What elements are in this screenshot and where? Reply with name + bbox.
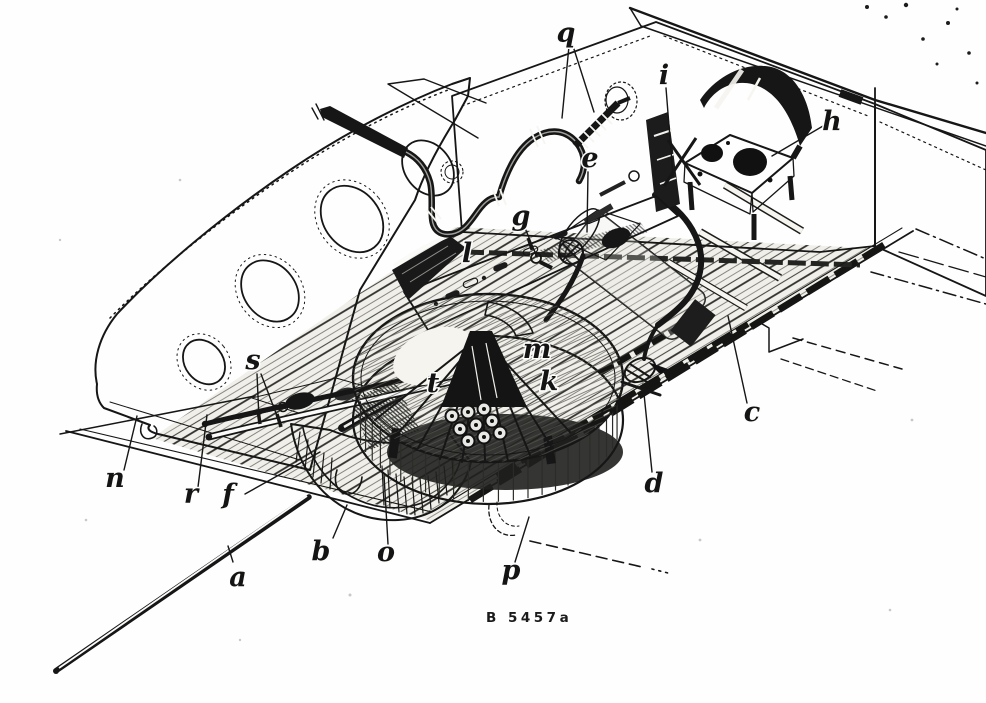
part-label-n: n xyxy=(105,463,125,494)
part-label-s: s xyxy=(244,345,260,376)
part-label-k: k xyxy=(540,366,559,397)
part-label-i: i xyxy=(659,60,669,91)
leader-line-s xyxy=(256,373,260,420)
skin-clip-hook xyxy=(140,423,158,440)
feed-chute-saddle xyxy=(700,65,812,160)
part-label-b: b xyxy=(312,536,331,567)
part-label-m: m xyxy=(523,334,552,365)
leader-line-f xyxy=(244,451,321,495)
wall-port-ring xyxy=(604,81,638,121)
leader-line-q xyxy=(561,45,570,119)
part-label-a: a xyxy=(229,562,247,593)
mounting-pedestal xyxy=(683,134,795,240)
lightening-holes xyxy=(176,139,455,391)
leader-line-c xyxy=(727,315,748,404)
gun-receiver xyxy=(403,170,679,331)
leader-line-s-2 xyxy=(260,373,280,422)
part-label-d: d xyxy=(645,468,664,499)
leader-line-i xyxy=(665,87,674,177)
part-label-l: l xyxy=(462,238,472,269)
part-label-f: f xyxy=(220,479,238,510)
leading-edge-rib xyxy=(94,77,471,471)
paper-speckles xyxy=(58,178,914,642)
leader-line-g xyxy=(524,227,538,258)
leader-line-o xyxy=(383,474,389,545)
leader-line-a xyxy=(227,545,234,563)
feed-arc xyxy=(484,301,534,337)
ammunition-drum xyxy=(351,292,625,506)
part-label-e: e xyxy=(581,143,598,174)
cut-hatch xyxy=(311,103,325,121)
part-label-t: t xyxy=(427,368,440,399)
leader-line-h xyxy=(771,125,824,157)
leader-line-q-2 xyxy=(572,45,595,113)
part-label-o: o xyxy=(377,537,395,568)
part-label-r: r xyxy=(184,479,200,510)
figure-caption: B 5457a xyxy=(486,610,572,626)
leader-line-p xyxy=(514,516,530,563)
flexible-hose xyxy=(311,96,631,238)
accessory-roller xyxy=(620,356,668,397)
hose-couplings xyxy=(426,113,613,223)
cartridge-cone xyxy=(441,331,527,407)
part-label-q: q xyxy=(557,18,576,49)
leader-line-n xyxy=(123,415,138,471)
leader-line-e xyxy=(586,171,589,233)
part-labels-layer: a b c d e f g h i k l m n o p q r s t xyxy=(104,17,844,595)
speckles xyxy=(865,2,979,85)
direction-arrow xyxy=(648,362,668,374)
spar-beam xyxy=(628,6,986,147)
part-label-p: p xyxy=(502,555,521,586)
breech-assembly xyxy=(555,170,641,265)
cartridge-heads xyxy=(444,401,508,449)
part-label-h: h xyxy=(822,106,842,137)
leader-line-r xyxy=(197,414,208,488)
leader-line-b xyxy=(332,504,348,539)
rear-mount-bracket xyxy=(646,112,702,212)
leader-line-d xyxy=(642,383,653,473)
part-label-g: g xyxy=(512,201,531,232)
part-label-c: c xyxy=(744,397,760,428)
